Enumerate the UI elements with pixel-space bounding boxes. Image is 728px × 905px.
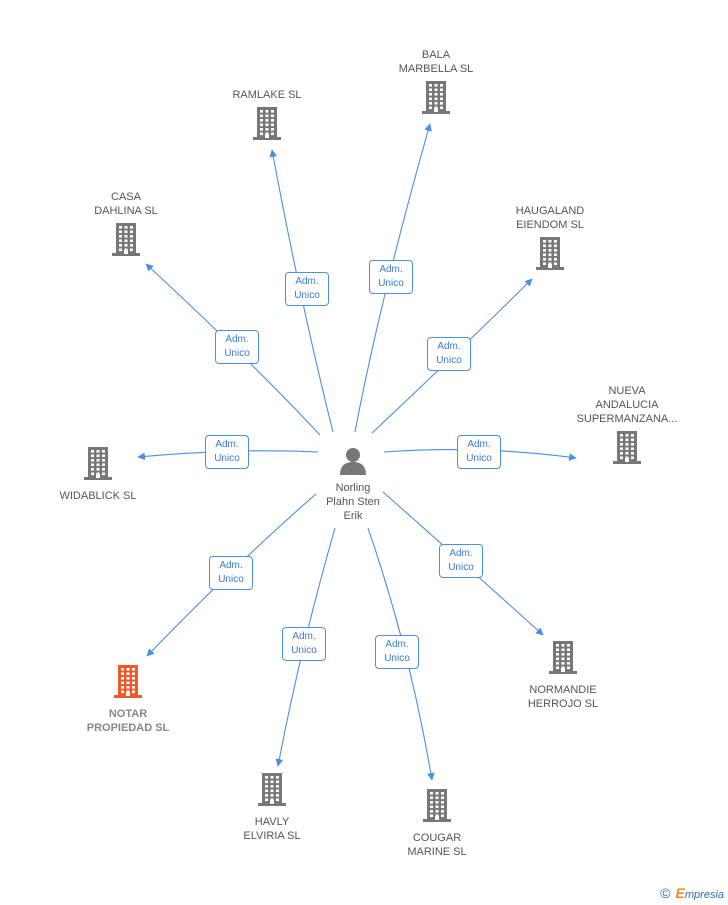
edge-label-line: Unico (224, 348, 250, 359)
edge-label-line: Adm. (379, 264, 403, 275)
edge-label-line: Adm. (292, 631, 316, 642)
company-node-ramlake[interactable]: RAMLAKE SL (202, 88, 332, 145)
company-name: NOTAR PROPIEDAD SL (86, 708, 170, 734)
company-node-cougar[interactable]: COUGAR MARINE SL (372, 788, 502, 859)
building-icon (114, 665, 142, 698)
edge-label-line: Unico (291, 645, 317, 656)
edge-label-line: Adm. (225, 334, 249, 345)
building-icon (613, 431, 641, 464)
edge-label-line: Adm. (437, 341, 461, 352)
company-node-bala[interactable]: BALA MARBELLA SL (371, 48, 501, 119)
company-name: NUEVA ANDALUCIA SUPERMANZANA... (576, 385, 678, 425)
company-name: WIDABLICK SL (59, 490, 137, 502)
company-node-normandie[interactable]: NORMANDIE HERROJO SL (498, 640, 628, 711)
building-icon (84, 447, 112, 480)
edge-label-ramlake[interactable]: Adm. Unico (285, 272, 329, 306)
building-icon (423, 789, 451, 822)
company-name: BALA MARBELLA SL (398, 49, 474, 75)
edge-label-widablick[interactable]: Adm. Unico (205, 435, 249, 469)
edge-label-line: Unico (378, 278, 404, 289)
brand-logo: © Empresia (660, 885, 724, 901)
company-node-notar[interactable]: NOTAR PROPIEDAD SL (63, 664, 193, 735)
company-node-havly[interactable]: HAVLY ELVIRIA SL (207, 772, 337, 843)
company-node-widablick[interactable]: WIDABLICK SL (33, 446, 163, 503)
company-node-nueva[interactable]: NUEVA ANDALUCIA SUPERMANZANA... (562, 384, 692, 469)
edge-label-bala[interactable]: Adm. Unico (369, 260, 413, 294)
center-person-name: Norling Plahn Sten Erik (326, 482, 380, 522)
edge-label-havly[interactable]: Adm. Unico (282, 627, 326, 661)
building-icon (549, 641, 577, 674)
edge-label-line: Unico (448, 562, 474, 573)
copyright-icon: © (660, 885, 671, 901)
edge-label-notar[interactable]: Adm. Unico (209, 556, 253, 590)
building-icon (253, 107, 281, 140)
edge-label-line: Unico (384, 653, 410, 664)
edge-label-line: Unico (218, 574, 244, 585)
edge-label-line: Adm. (295, 276, 319, 287)
company-name: HAUGALAND EIENDOM SL (515, 205, 585, 231)
company-name: NORMANDIE HERROJO SL (527, 684, 599, 710)
edge-label-nueva[interactable]: Adm. Unico (457, 435, 501, 469)
edge-label-casa[interactable]: Adm. Unico (215, 330, 259, 364)
edge-label-line: Unico (436, 355, 462, 366)
edge-label-line: Adm. (219, 560, 243, 571)
building-icon (536, 237, 564, 270)
edge-label-line: Unico (214, 453, 240, 464)
edge-label-haugaland[interactable]: Adm. Unico (427, 337, 471, 371)
edge-label-line: Unico (466, 453, 492, 464)
company-name: CASA DAHLINA SL (94, 191, 158, 217)
edge-label-line: Adm. (467, 439, 491, 450)
company-node-casa[interactable]: CASA DAHLINA SL (61, 190, 191, 261)
building-icon (112, 223, 140, 256)
company-name: RAMLAKE SL (232, 89, 302, 101)
edge-label-line: Adm. (449, 548, 473, 559)
edge-label-line: Adm. (385, 639, 409, 650)
company-name: HAVLY ELVIRIA SL (243, 816, 301, 842)
edge-label-cougar[interactable]: Adm. Unico (375, 635, 419, 669)
edge-label-line: Unico (294, 290, 320, 301)
edge-label-normandie[interactable]: Adm. Unico (439, 544, 483, 578)
center-person-node[interactable]: Norling Plahn Sten Erik (310, 446, 396, 523)
building-icon (422, 81, 450, 114)
edge-label-line: Adm. (215, 439, 239, 450)
building-icon (258, 773, 286, 806)
person-icon (340, 448, 366, 475)
company-node-haugaland[interactable]: HAUGALAND EIENDOM SL (485, 204, 615, 275)
company-name: COUGAR MARINE SL (407, 832, 467, 858)
